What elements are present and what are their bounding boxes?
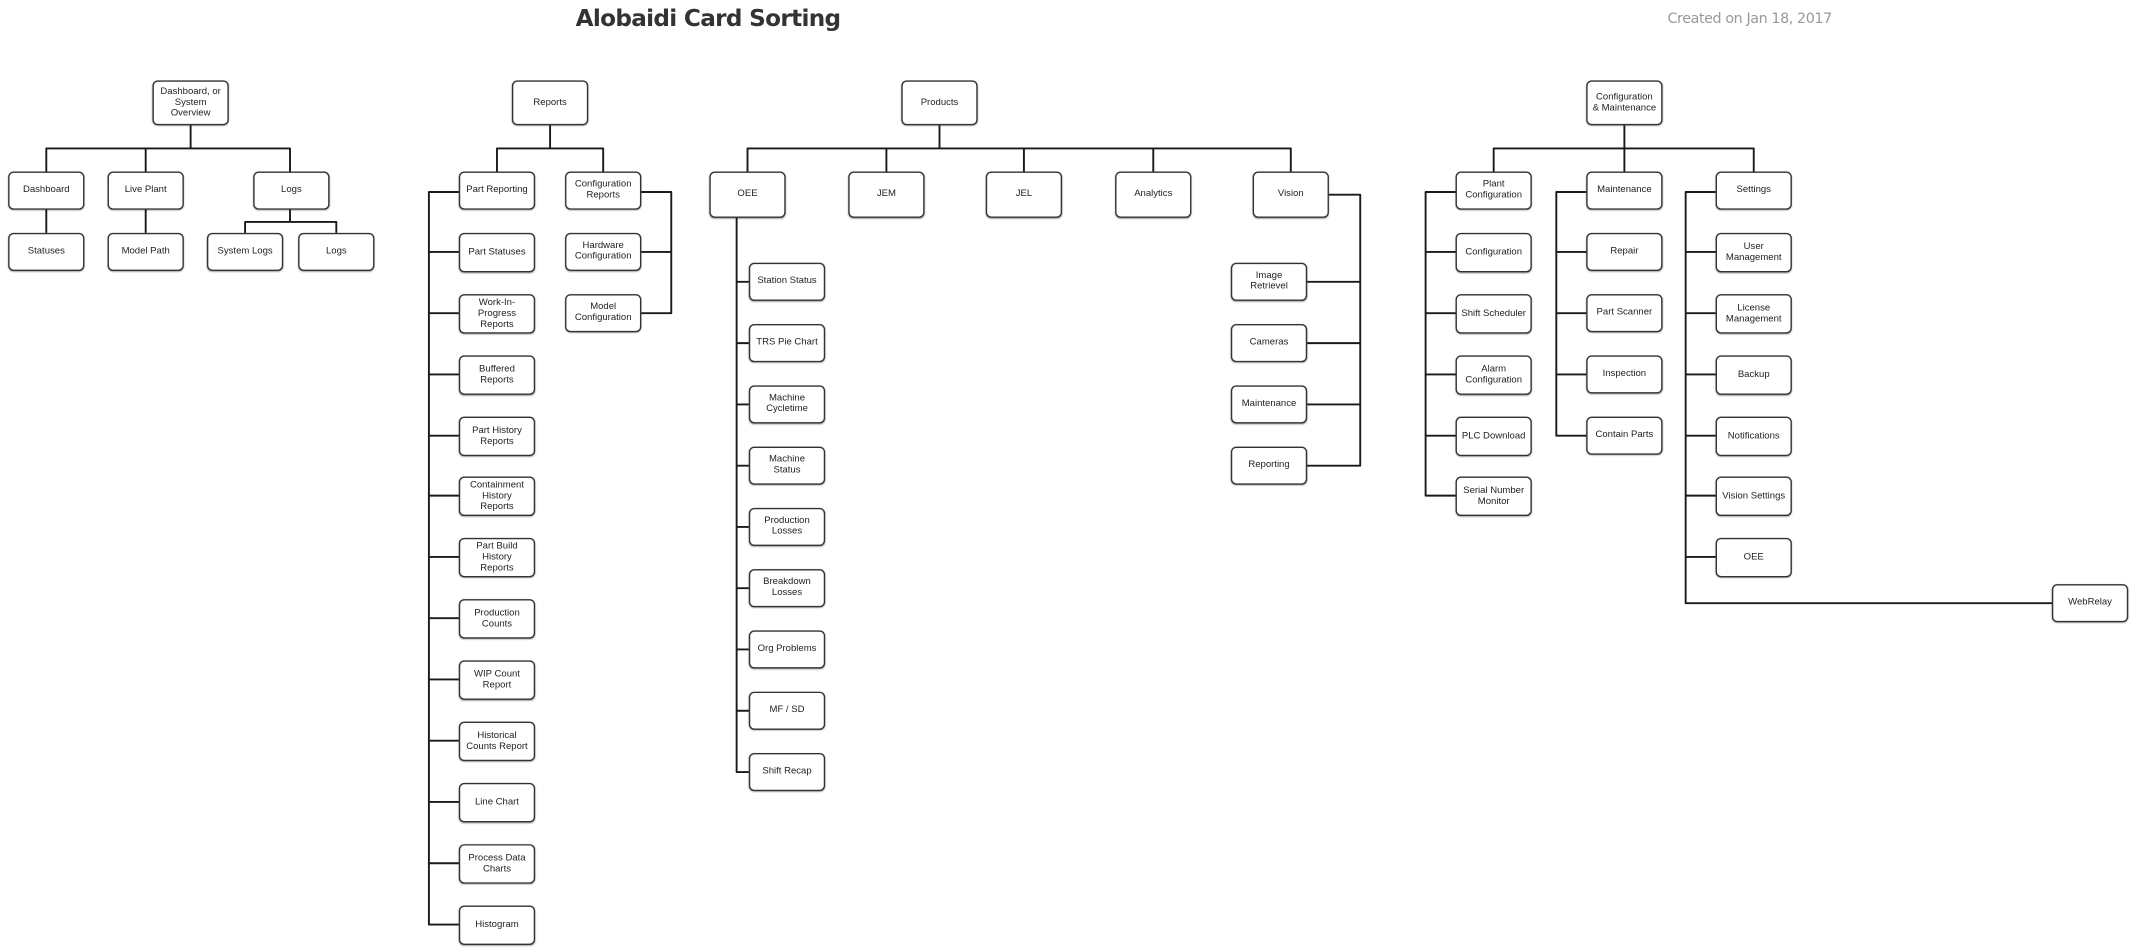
item-card[interactable]: Machine Status [748, 446, 826, 485]
item-card[interactable]: Logs [298, 232, 375, 271]
page-title: Alobaidi Card Sorting [575, 5, 842, 33]
item-card[interactable]: Line Chart [458, 782, 536, 823]
item-card[interactable]: Shift Recap [748, 752, 826, 792]
category-card[interactable]: Configuration Reports [565, 171, 642, 210]
item-card[interactable]: Station Status [748, 262, 826, 301]
item-card[interactable]: Inspection [1586, 355, 1663, 394]
item-card[interactable]: License Management [1715, 294, 1792, 334]
category-card[interactable]: Part Reporting [458, 171, 536, 210]
item-card[interactable]: Statuses [8, 232, 85, 271]
root-card[interactable]: Dashboard, or System Overview [152, 80, 229, 126]
item-card[interactable]: Model Path [107, 232, 184, 271]
item-card[interactable]: Configuration [1455, 232, 1532, 273]
category-card[interactable]: Dashboard [8, 171, 85, 210]
item-card[interactable]: Image Retrievel [1230, 262, 1308, 301]
item-card[interactable]: Backup [1715, 355, 1792, 395]
item-card[interactable]: OEE [1715, 537, 1792, 578]
category-card[interactable]: Plant Configuration [1455, 171, 1532, 210]
item-card[interactable]: System Logs [206, 232, 284, 271]
item-card[interactable]: Historical Counts Report [458, 721, 536, 762]
root-card[interactable]: Reports [511, 80, 589, 126]
item-card[interactable]: Production Losses [748, 507, 826, 547]
item-card[interactable]: Contain Parts [1586, 416, 1663, 455]
item-card[interactable]: Breakdown Losses [748, 569, 826, 608]
item-card[interactable]: Serial Number Monitor [1455, 476, 1532, 517]
item-card[interactable]: Maintenance [1230, 385, 1308, 424]
item-card[interactable]: Hardware Configuration [565, 232, 642, 271]
connector-products-group [735, 125, 1362, 773]
root-card[interactable]: Configuration & Maintenance [1586, 80, 1663, 126]
connector-dashboard-group [45, 125, 338, 233]
item-card[interactable]: Part History Reports [458, 416, 536, 457]
item-card[interactable]: Vision Settings [1715, 476, 1792, 517]
item-card[interactable]: Alarm Configuration [1455, 355, 1532, 395]
category-card[interactable]: JEL [985, 171, 1063, 218]
item-card[interactable]: Work-In-Progress Reports [458, 294, 536, 334]
item-card[interactable]: TRS Pie Chart [748, 324, 826, 363]
item-card[interactable]: WIP Count Report [458, 660, 536, 700]
item-card[interactable]: Containment History Reports [458, 476, 536, 517]
item-card[interactable]: Part Build History Reports [458, 537, 536, 578]
item-card[interactable]: Production Counts [458, 599, 536, 639]
category-card[interactable]: JEM [848, 171, 925, 218]
item-card[interactable]: Org Problems [748, 630, 826, 669]
category-card[interactable]: Analytics [1115, 171, 1192, 218]
item-card[interactable]: WebRelay [2051, 584, 2129, 623]
item-card[interactable]: PLC Download [1455, 416, 1532, 457]
category-card[interactable]: OEE [709, 171, 786, 218]
item-card[interactable]: Reporting [1230, 446, 1308, 485]
item-card[interactable]: Model Configuration [565, 294, 642, 333]
connector-config-group [1424, 125, 2052, 605]
item-card[interactable]: Notifications [1715, 416, 1792, 457]
root-card[interactable]: Products [901, 80, 978, 126]
item-card[interactable]: MF / SD [748, 691, 826, 730]
item-card[interactable]: Cameras [1230, 324, 1308, 363]
item-card[interactable]: Histogram [458, 905, 536, 945]
item-card[interactable]: User Management [1715, 232, 1792, 273]
category-card[interactable]: Live Plant [107, 171, 184, 210]
item-card[interactable]: Machine Cycletime [748, 385, 826, 424]
item-card[interactable]: Part Scanner [1586, 294, 1663, 333]
item-card[interactable]: Buffered Reports [458, 355, 536, 395]
created-date: Created on Jan 18, 2017 [1667, 10, 1832, 28]
item-card[interactable]: Shift Scheduler [1455, 294, 1532, 334]
category-card[interactable]: Vision [1252, 171, 1329, 218]
connector-reports-group [427, 125, 673, 926]
item-card[interactable]: Process Data Charts [458, 844, 536, 884]
item-card[interactable]: Repair [1586, 232, 1663, 271]
category-card[interactable]: Logs [253, 171, 330, 210]
category-card[interactable]: Settings [1715, 171, 1792, 210]
category-card[interactable]: Maintenance [1586, 171, 1663, 210]
item-card[interactable]: Part Statuses [458, 232, 536, 273]
